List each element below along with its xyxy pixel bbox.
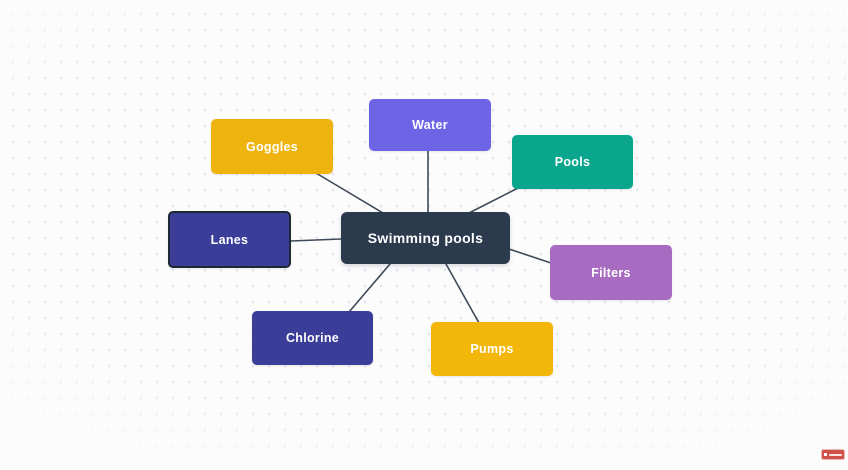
connector-pumps — [445, 263, 480, 324]
connector-filters — [508, 248, 552, 264]
mindmap-node-chlorine[interactable]: Chlorine — [252, 311, 373, 365]
node-label: Chlorine — [285, 331, 340, 345]
node-label: Pools — [554, 155, 591, 169]
node-label: Goggles — [245, 139, 299, 154]
node-label: Filters — [591, 265, 631, 280]
mindmap-node-pumps[interactable]: Pumps — [431, 322, 553, 376]
node-label: Swimming pools — [367, 230, 484, 246]
node-label: Pumps — [470, 342, 514, 356]
connector-chlorine — [348, 263, 391, 313]
connector-goggles — [315, 172, 384, 214]
mindmap-node-water[interactable]: Water — [369, 99, 491, 151]
mindmap-node-lanes[interactable]: Lanes — [168, 211, 291, 268]
mindmap-node-swimming-pools[interactable]: Swimming pools — [341, 212, 510, 264]
connector-pools — [468, 187, 519, 214]
mindmap-node-goggles[interactable]: Goggles — [211, 119, 333, 174]
mindmap-node-pools[interactable]: Pools — [512, 135, 633, 189]
node-label: Lanes — [210, 232, 249, 247]
connector-lanes — [290, 238, 342, 242]
watermark-logo-icon — [824, 453, 827, 456]
watermark-text-bar — [829, 453, 842, 456]
node-label: Water — [412, 118, 448, 132]
watermark-badge — [822, 450, 844, 459]
mindmap-node-filters[interactable]: Filters — [550, 245, 672, 300]
